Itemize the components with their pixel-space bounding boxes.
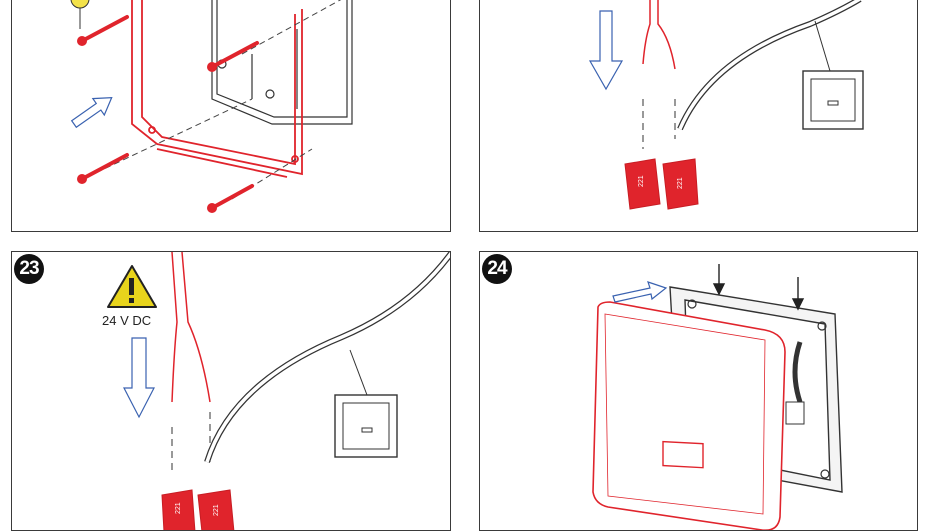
step-number: 24 (487, 258, 507, 279)
wiring-illustration-23: 221 221 (107, 252, 450, 530)
step-panel-wire-terminals: 221 221 (479, 0, 918, 232)
wire-terminal-illustration: 221 221 (588, 0, 864, 210)
terminal-label-1: 221 (638, 175, 645, 187)
marker-dot-icon (70, 0, 90, 9)
arrow-icon (588, 10, 624, 91)
mounting-frame-illustration (70, 0, 353, 213)
cable-icon (204, 252, 450, 463)
screw-icon (80, 15, 259, 210)
switch-cover-icon (592, 301, 786, 530)
terminal-block-icon (785, 401, 805, 425)
step-panel-mounting-frame (11, 0, 451, 232)
step-number-badge: 23 (14, 254, 44, 284)
step-number-badge: 24 (482, 254, 512, 284)
terminal-label-1: 221 (175, 502, 182, 514)
wall-switch-icon (334, 394, 398, 458)
arrow-icon (712, 264, 805, 311)
arrow-icon (123, 337, 155, 419)
wall-box-icon (211, 0, 353, 125)
step-panel-23: 23 221 221 24 V DC (11, 251, 451, 531)
step-panel-24: 24 (479, 251, 918, 531)
terminal-label-2: 221 (677, 177, 684, 189)
cover-install-illustration (592, 264, 843, 530)
wall-switch-icon (802, 70, 864, 130)
terminal-block-icon (624, 158, 699, 210)
arrow-icon (70, 96, 113, 129)
mounting-frame-icon (131, 0, 303, 178)
warning-triangle-icon (107, 265, 157, 308)
voltage-label: 24 V DC (102, 313, 152, 328)
terminal-label-2: 221 (213, 504, 220, 516)
arrow-icon (612, 281, 668, 303)
terminal-block-icon (161, 489, 235, 530)
step-number: 23 (19, 258, 39, 279)
